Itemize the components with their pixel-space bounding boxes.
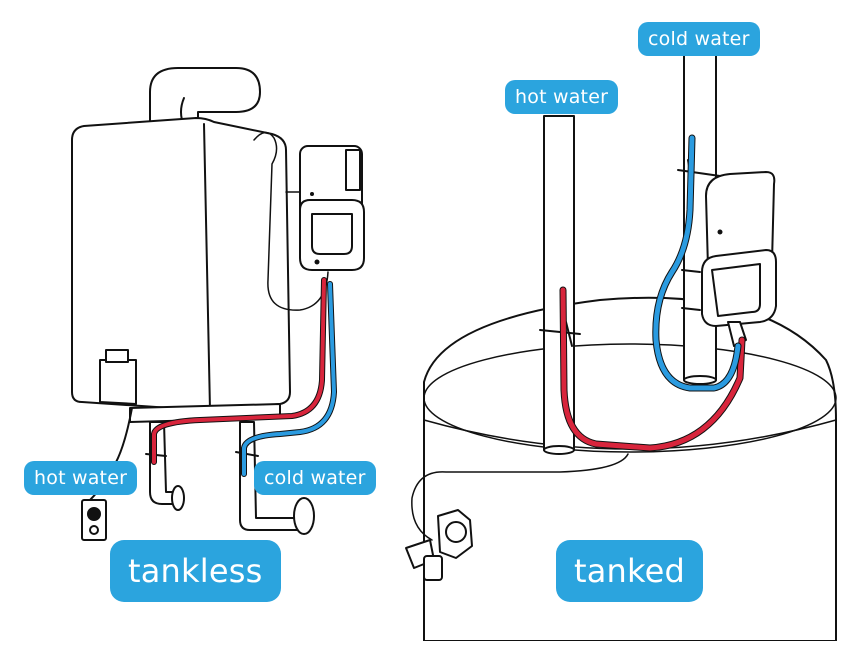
sensor-device-icon xyxy=(701,171,777,347)
tankless-hot-water-label: hot water xyxy=(24,461,138,495)
sensor-device-icon xyxy=(299,145,365,271)
tanked-hot-water-label: hot water xyxy=(505,80,619,114)
tanked-cold-water-label: cold water xyxy=(638,22,760,56)
tanked-cold-wire xyxy=(653,135,741,391)
tank-water-heater-icon xyxy=(405,53,837,642)
tankless-cold-water-label: cold water xyxy=(254,461,376,495)
drain-valve-icon xyxy=(405,509,473,581)
tanked-title: tanked xyxy=(556,540,704,602)
tankless-cold-wire xyxy=(242,282,336,476)
tankless-hot-wire xyxy=(152,278,326,464)
sensor-wires xyxy=(151,134,746,477)
tankless-water-heater-icon xyxy=(71,67,365,541)
tankless-title: tankless xyxy=(110,540,281,602)
tanked-hot-wire xyxy=(560,287,745,451)
